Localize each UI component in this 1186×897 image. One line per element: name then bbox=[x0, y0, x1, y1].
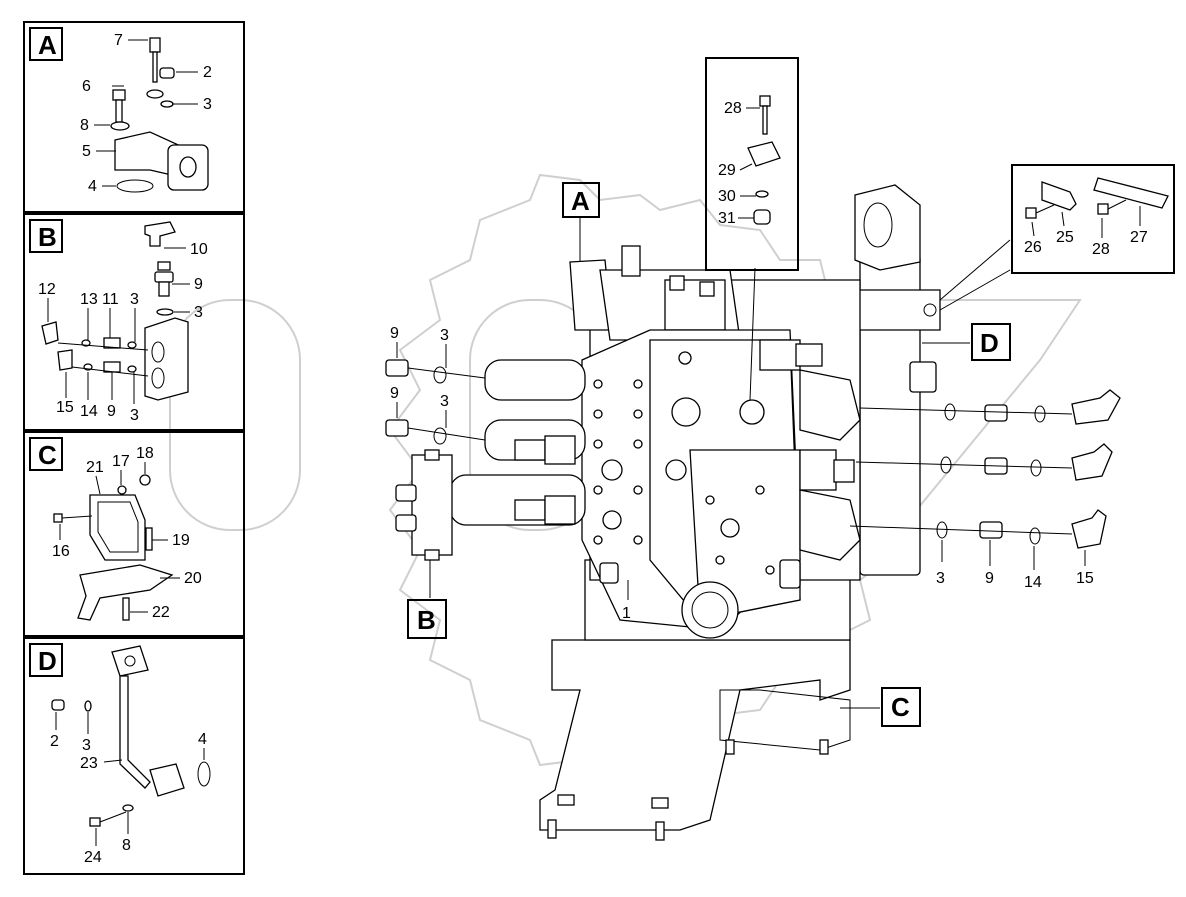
inset-top-callout-30: 30 bbox=[718, 188, 736, 205]
panel-c-callout-19: 19 bbox=[172, 532, 190, 549]
panel-d-callout-8: 8 bbox=[122, 837, 131, 854]
panel-b-callout-11: 11 bbox=[102, 291, 119, 308]
panel-b-callout-13: 13 bbox=[80, 291, 98, 308]
panel-b-callout-9-bottom: 9 bbox=[107, 403, 116, 420]
panel-a-callout-3: 3 bbox=[203, 96, 212, 113]
main-callout-3-right: 3 bbox=[936, 570, 945, 587]
panel-a-letter: A bbox=[38, 30, 57, 60]
panel-a-callout-2: 2 bbox=[203, 64, 212, 81]
tag-b: B bbox=[407, 599, 447, 639]
panel-b-callout-9-top: 9 bbox=[194, 276, 203, 293]
panel-b-callout-14: 14 bbox=[80, 403, 98, 420]
inset-right: 26 25 28 27 bbox=[1011, 164, 1175, 274]
main-callout-14: 14 bbox=[1024, 574, 1042, 591]
panel-d-callout-24: 24 bbox=[84, 849, 102, 866]
inset-right-callout-28: 28 bbox=[1092, 241, 1110, 258]
panel-a: A 7 2 6 3 8 5 4 bbox=[23, 21, 245, 213]
main-callout-3-lower: 3 bbox=[440, 393, 449, 410]
panel-b-callout-12: 12 bbox=[38, 281, 56, 298]
main-callout-9-lower: 9 bbox=[390, 385, 399, 402]
panel-d: D 2 3 4 23 24 8 bbox=[23, 637, 245, 875]
panel-d-letter: D bbox=[38, 646, 57, 676]
panel-b-callout-10: 10 bbox=[190, 241, 208, 258]
panel-c-callout-20: 20 bbox=[184, 570, 202, 587]
inset-top-callout-29: 29 bbox=[718, 162, 736, 179]
panel-b: B 10 9 12 13 11 3 3 15 bbox=[23, 213, 245, 431]
panel-a-callout-6: 6 bbox=[82, 78, 91, 95]
svg-text:D: D bbox=[980, 328, 999, 358]
svg-text:C: C bbox=[891, 692, 910, 722]
svg-text:A: A bbox=[571, 186, 590, 216]
main-callout-1: 1 bbox=[622, 605, 631, 622]
inset-right-callout-27: 27 bbox=[1130, 229, 1148, 246]
panel-d-callout-2: 2 bbox=[50, 733, 59, 750]
panel-d-callout-4: 4 bbox=[198, 731, 207, 748]
panel-c-callout-18: 18 bbox=[136, 445, 154, 462]
inset-top: 28 29 30 31 bbox=[705, 57, 799, 271]
panel-a-callout-7: 7 bbox=[114, 32, 123, 49]
panel-a-callout-4: 4 bbox=[88, 178, 97, 195]
panel-c-callout-16: 16 bbox=[52, 543, 70, 560]
panel-a-callout-8: 8 bbox=[80, 117, 89, 134]
inset-right-callout-25: 25 bbox=[1056, 229, 1074, 246]
main-callout-15: 15 bbox=[1076, 570, 1094, 587]
panel-d-callout-23: 23 bbox=[80, 755, 98, 772]
main-callout-3-upper: 3 bbox=[440, 327, 449, 344]
panel-b-letter: B bbox=[38, 222, 57, 252]
inset-top-callout-28: 28 bbox=[724, 100, 742, 117]
tag-a: A bbox=[562, 182, 600, 218]
main-callout-9-right: 9 bbox=[985, 570, 994, 587]
panel-c-callout-22: 22 bbox=[152, 604, 170, 621]
panel-c-letter: C bbox=[38, 440, 57, 470]
panel-c-callout-17: 17 bbox=[112, 453, 130, 470]
inset-right-callout-26: 26 bbox=[1024, 239, 1042, 256]
panel-c-callout-21: 21 bbox=[86, 459, 104, 476]
panel-b-callout-3-top: 3 bbox=[130, 291, 139, 308]
main-callout-9-upper: 9 bbox=[390, 325, 399, 342]
panel-a-callout-5: 5 bbox=[82, 143, 91, 160]
svg-text:B: B bbox=[417, 605, 436, 635]
tag-d: D bbox=[971, 323, 1011, 361]
panel-b-callout-3-bottom: 3 bbox=[130, 407, 139, 424]
panel-b-callout-3-right: 3 bbox=[194, 304, 203, 321]
panel-c: C 18 21 17 16 19 20 22 bbox=[23, 431, 245, 637]
inset-top-callout-31: 31 bbox=[718, 210, 736, 227]
panel-b-callout-15: 15 bbox=[56, 399, 74, 416]
panel-d-callout-3: 3 bbox=[82, 737, 91, 754]
tag-c: C bbox=[881, 687, 921, 727]
main-assembly: 9 3 9 3 1 3 9 14 15 bbox=[385, 184, 1121, 841]
